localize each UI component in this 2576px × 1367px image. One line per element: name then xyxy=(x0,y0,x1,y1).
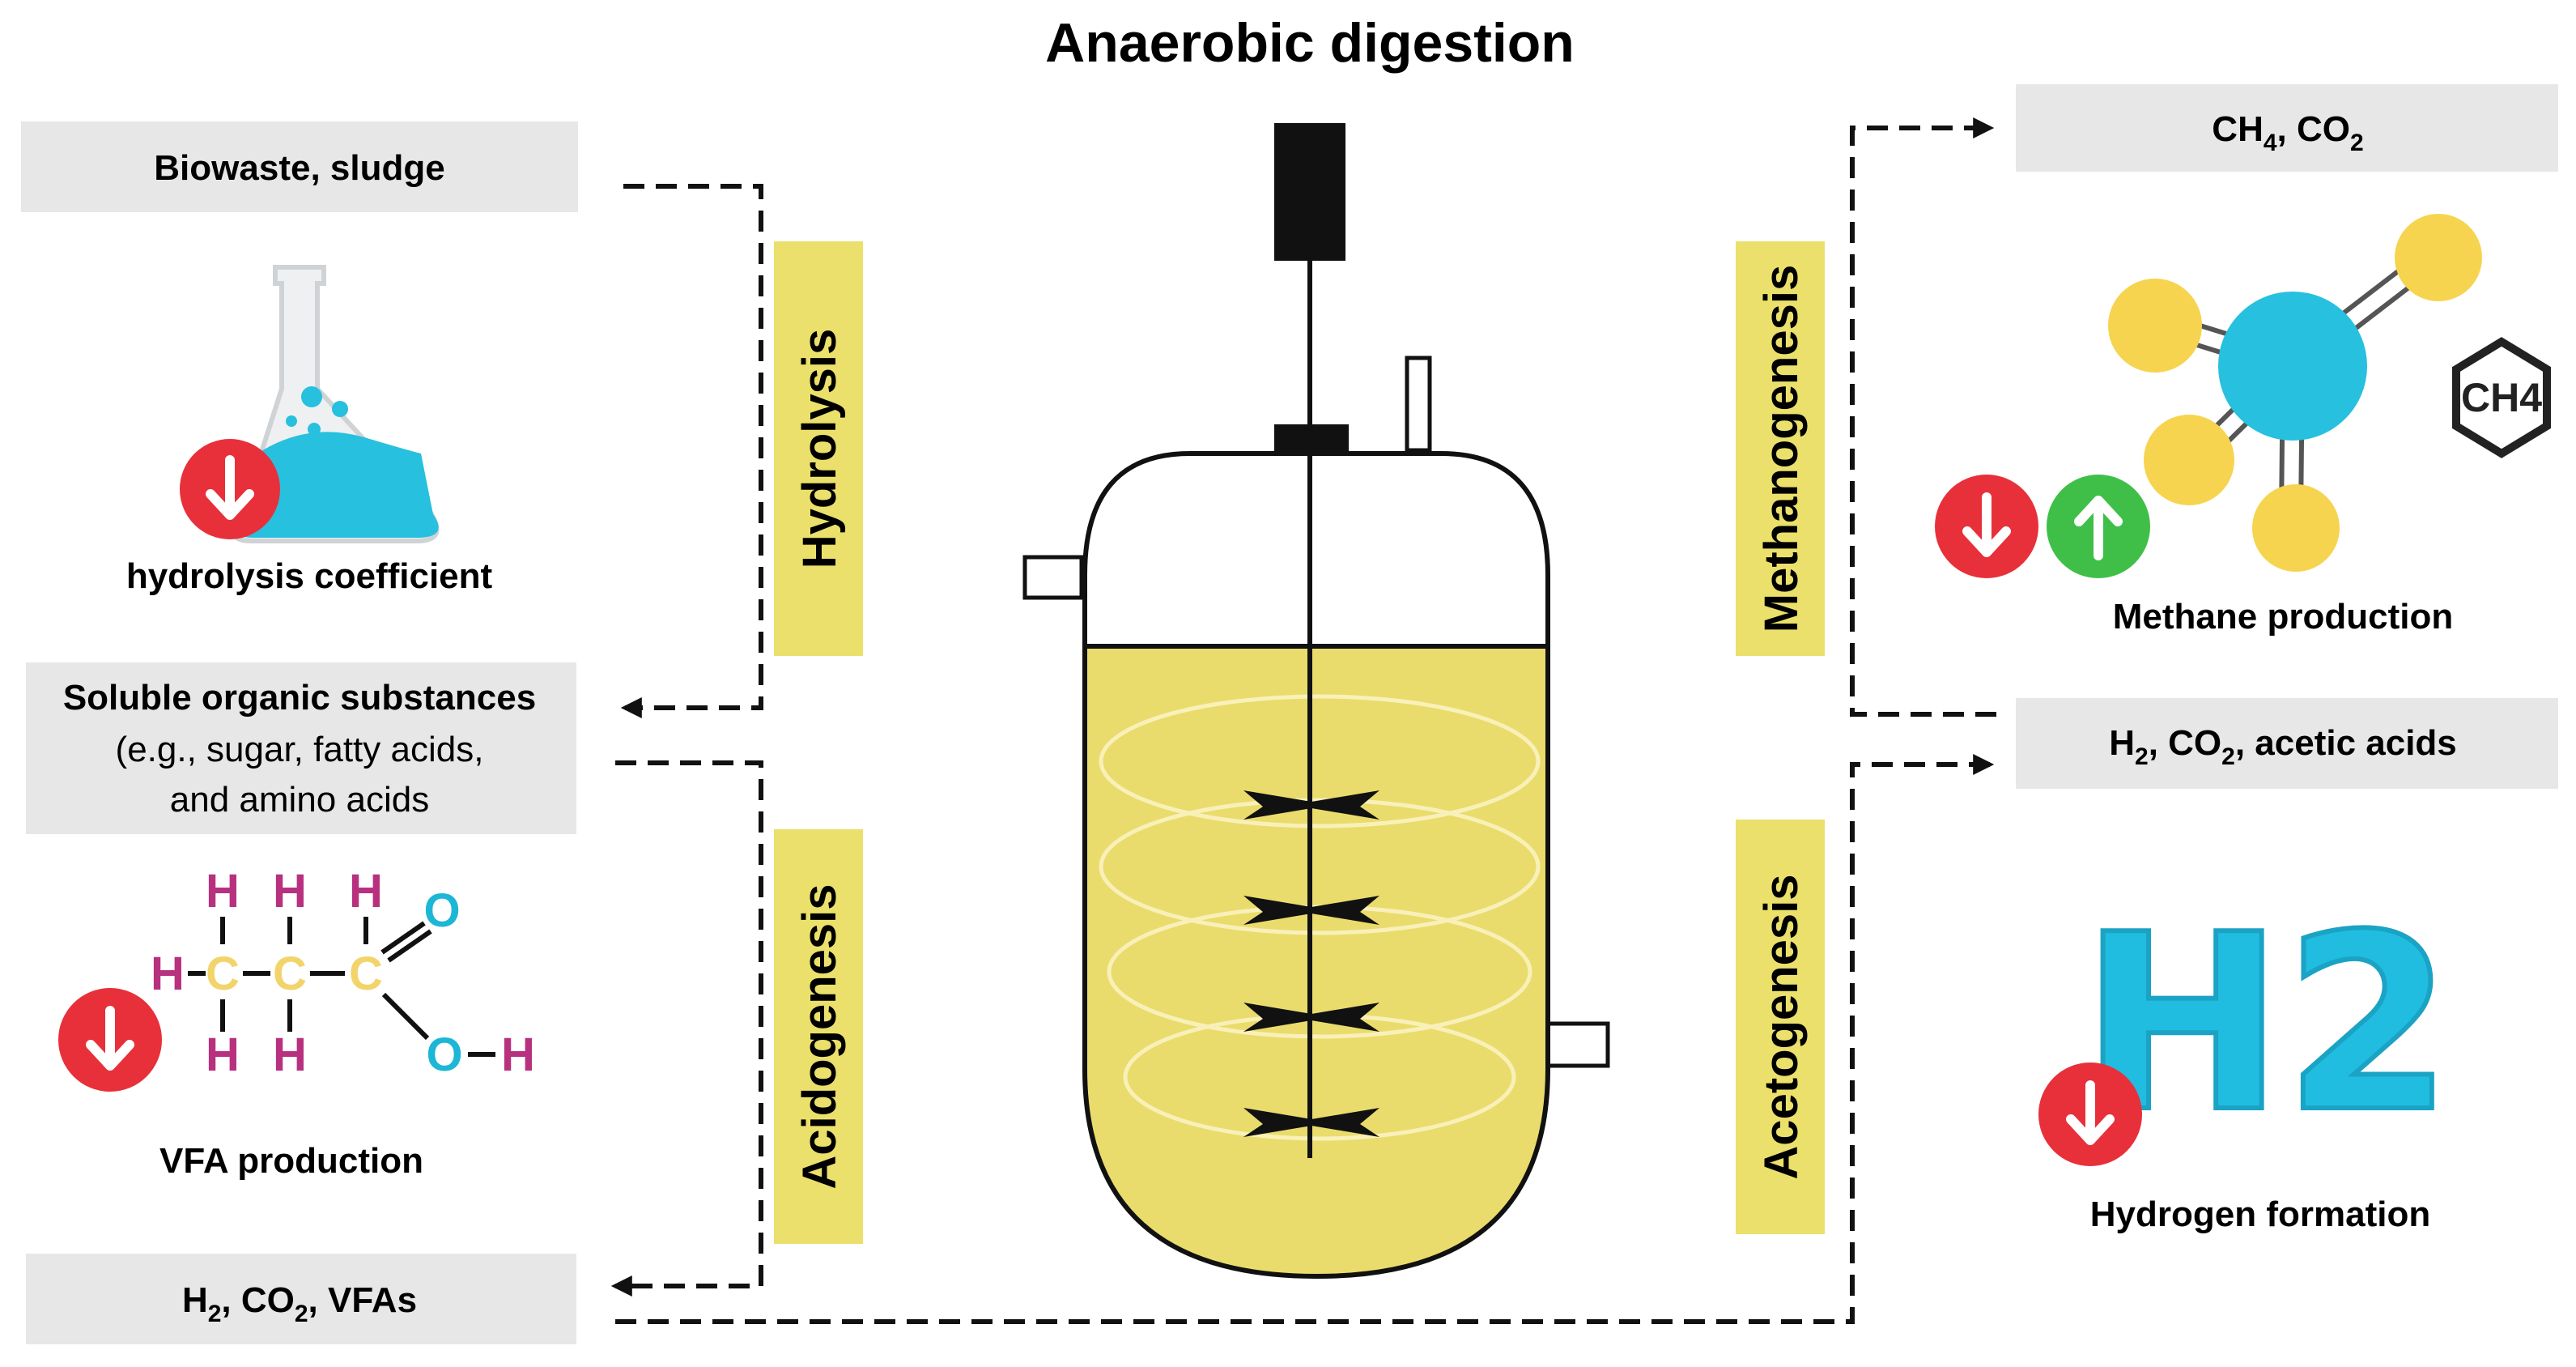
acidogenesis-stage-label: Acidogenesis xyxy=(793,884,846,1189)
h2-co2-vfas-label: H2, CO2, VFAs xyxy=(182,1280,417,1327)
ch4-hexagon-badge: CH4 xyxy=(2452,337,2551,458)
flow-connectors xyxy=(610,117,1996,1324)
ch4-badge-label: CH4 xyxy=(2461,375,2542,420)
atom-c-2: C xyxy=(273,948,307,1000)
increase-methane-arrow-icon xyxy=(2047,475,2150,578)
soluble-substances-box xyxy=(26,662,576,834)
atom-h-right: H xyxy=(501,1028,535,1081)
stirrer-blades xyxy=(1243,790,1379,1137)
soluble-substances-title: Soluble organic substances xyxy=(63,678,536,718)
vfa-molecule-structure: H H H O H C C C H H O H xyxy=(151,865,535,1081)
reactor-motor xyxy=(1274,123,1345,261)
connector-acetic-to-ch4 xyxy=(1850,117,1996,717)
h2-co2-acetic-box xyxy=(2016,698,2558,789)
hydrolysis-coefficient-label: hydrolysis coefficient xyxy=(126,556,493,596)
h2-co2-vfas-part-c: , VFAs xyxy=(308,1280,418,1320)
h2-co2-acetic-sub-b: 2 xyxy=(2221,743,2235,770)
acidogenesis-stage-box xyxy=(774,829,863,1244)
atom-c-1: C xyxy=(206,948,240,1000)
soluble-substances-line2: and amino acids xyxy=(170,780,429,820)
ch4-co2-sub-a: 4 xyxy=(2264,130,2277,156)
decrease-vfa-arrow-icon xyxy=(58,988,162,1092)
atom-h-bottom-2: H xyxy=(273,1028,307,1081)
h2-co2-vfas-part-b: , CO xyxy=(221,1280,294,1320)
reactor-liquid xyxy=(1082,644,1550,1280)
decrease-hydrogen-arrow-icon xyxy=(2038,1063,2142,1166)
hydrolysis-stage-label: Hydrolysis xyxy=(793,329,846,569)
h2-co2-vfas-part-a: H xyxy=(182,1280,208,1320)
h2-co2-acetic-part-a: H xyxy=(2109,723,2135,763)
decrease-methane-arrow-icon xyxy=(1935,475,2038,578)
methane-production-label: Methane production xyxy=(2113,597,2453,637)
atom-h-top-3: H xyxy=(349,865,383,918)
feed-box xyxy=(21,121,578,212)
acetogenesis-stage-label: Acetogenesis xyxy=(1755,874,1808,1179)
methanogenesis-stage-label: Methanogenesis xyxy=(1755,265,1808,632)
atom-h-bottom-1: H xyxy=(206,1028,240,1081)
ch4-co2-sub-b: 2 xyxy=(2350,130,2364,156)
h2-co2-acetic-sub-a: 2 xyxy=(2135,743,2149,770)
reactor-vessel xyxy=(1022,123,1610,1280)
connector-feed-to-soluble xyxy=(620,184,763,718)
ch4-co2-part-a: CH xyxy=(2212,109,2264,149)
ch4-co2-label: CH4, CO2 xyxy=(2212,109,2363,156)
atom-h-left: H xyxy=(151,948,185,1000)
connector-soluble-to-vfas xyxy=(610,760,763,1297)
vfa-production-label: VFA production xyxy=(159,1141,423,1181)
atom-o-top: O xyxy=(423,884,460,937)
reactor-vent xyxy=(1405,356,1432,453)
hydrolysis-stage-box xyxy=(774,241,863,656)
connector-vfas-to-acetic xyxy=(615,754,1995,1324)
feed-label: Biowaste, sludge xyxy=(154,148,444,188)
atom-h-top-1: H xyxy=(206,865,240,918)
acetogenesis-stage-box xyxy=(1736,820,1825,1234)
h2-co2-vfas-box xyxy=(26,1254,576,1344)
ch4-co2-part-b: , CO xyxy=(2277,109,2350,149)
methane-molecule-icon xyxy=(2108,214,2482,572)
reactor-headspace xyxy=(1082,451,1550,649)
flask-icon xyxy=(231,265,440,543)
diagram-title: Anaerobic digestion xyxy=(1045,12,1575,74)
vfa-molecule-bonds xyxy=(188,917,495,1057)
h2-co2-vfas-sub-b: 2 xyxy=(295,1301,308,1327)
ch4-co2-box xyxy=(2016,84,2558,172)
hydrogen-formation-label: Hydrogen formation xyxy=(2090,1195,2430,1234)
atom-c-3: C xyxy=(349,948,383,1000)
h2-co2-acetic-label: H2, CO2, acetic acids xyxy=(2109,723,2457,770)
reactor-port-left xyxy=(1022,555,1084,600)
soluble-substances-line1: (e.g., sugar, fatty acids, xyxy=(116,730,484,769)
h2-co2-acetic-part-c: , acetic acids xyxy=(2235,723,2457,763)
atom-o-bottom: O xyxy=(426,1028,462,1081)
atom-h-top-2: H xyxy=(273,865,307,918)
decrease-hydrolysis-arrow-icon xyxy=(180,439,280,539)
h2-co2-vfas-sub-a: 2 xyxy=(208,1301,222,1327)
methanogenesis-stage-box xyxy=(1736,241,1825,656)
reactor-port-right xyxy=(1545,1021,1610,1068)
h2-co2-acetic-part-b: , CO xyxy=(2149,723,2221,763)
